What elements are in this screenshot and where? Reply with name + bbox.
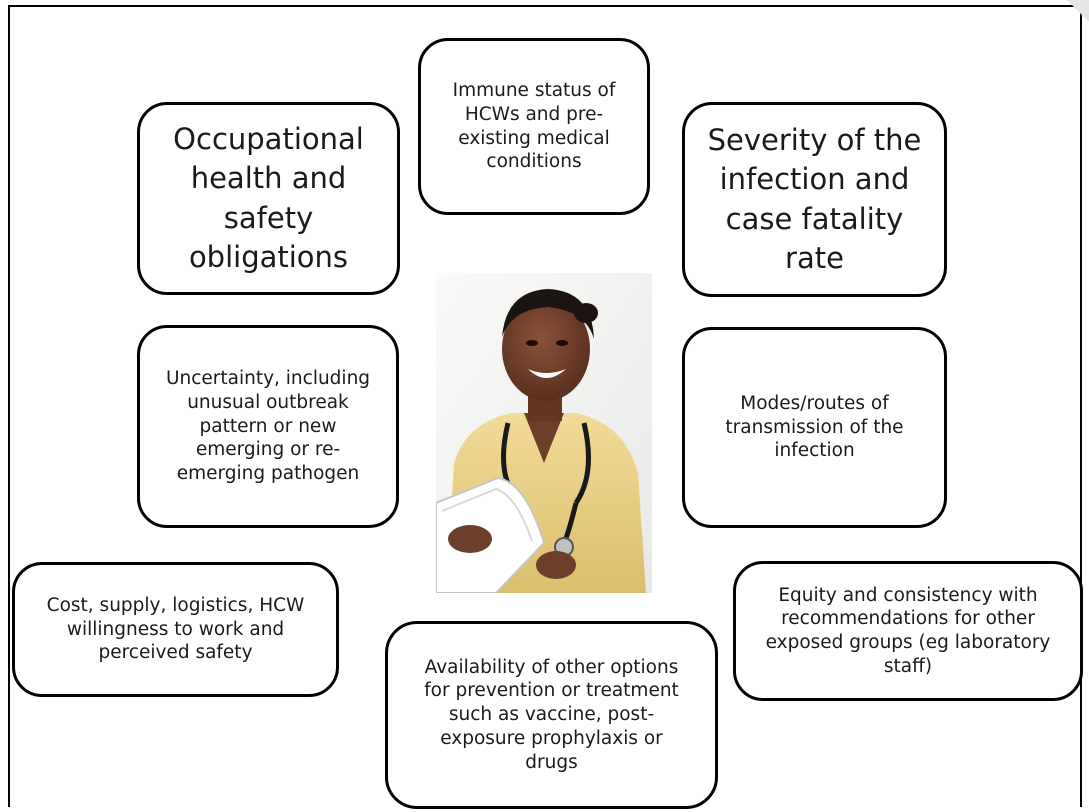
availability-box: Availability of other options for preven… <box>385 621 718 809</box>
severity-box: Severity of the infection and case fatal… <box>682 102 947 297</box>
corner-fold-icon <box>1067 0 1089 22</box>
equity-text: Equity and consistency with recommendati… <box>765 584 1051 677</box>
uncertainty-box: Uncertainty, including unusual outbreak … <box>137 325 399 528</box>
health-worker-photo <box>436 273 652 593</box>
transmission-modes-text: Modes/routes of transmission of the infe… <box>725 392 904 462</box>
occupational-health-box: Occupational health and safety obligatio… <box>137 102 400 295</box>
transmission-modes-box: Modes/routes of transmission of the infe… <box>682 327 947 528</box>
immune-status-text: Immune status of HCWs and pre-existing m… <box>452 80 616 173</box>
cost-supply-box: Cost, supply, logistics, HCW willingness… <box>12 562 339 697</box>
severity-text: Severity of the infection and case fatal… <box>707 122 922 275</box>
occupational-health-text: Occupational health and safety obligatio… <box>173 121 364 274</box>
availability-text: Availability of other options for preven… <box>424 656 679 773</box>
equity-box: Equity and consistency with recommendati… <box>733 561 1083 701</box>
diagram-frame <box>8 5 1082 807</box>
uncertainty-text: Uncertainty, including unusual outbreak … <box>165 368 371 484</box>
immune-status-box: Immune status of HCWs and pre-existing m… <box>418 38 650 215</box>
cost-supply-text: Cost, supply, logistics, HCW willingness… <box>46 594 305 664</box>
